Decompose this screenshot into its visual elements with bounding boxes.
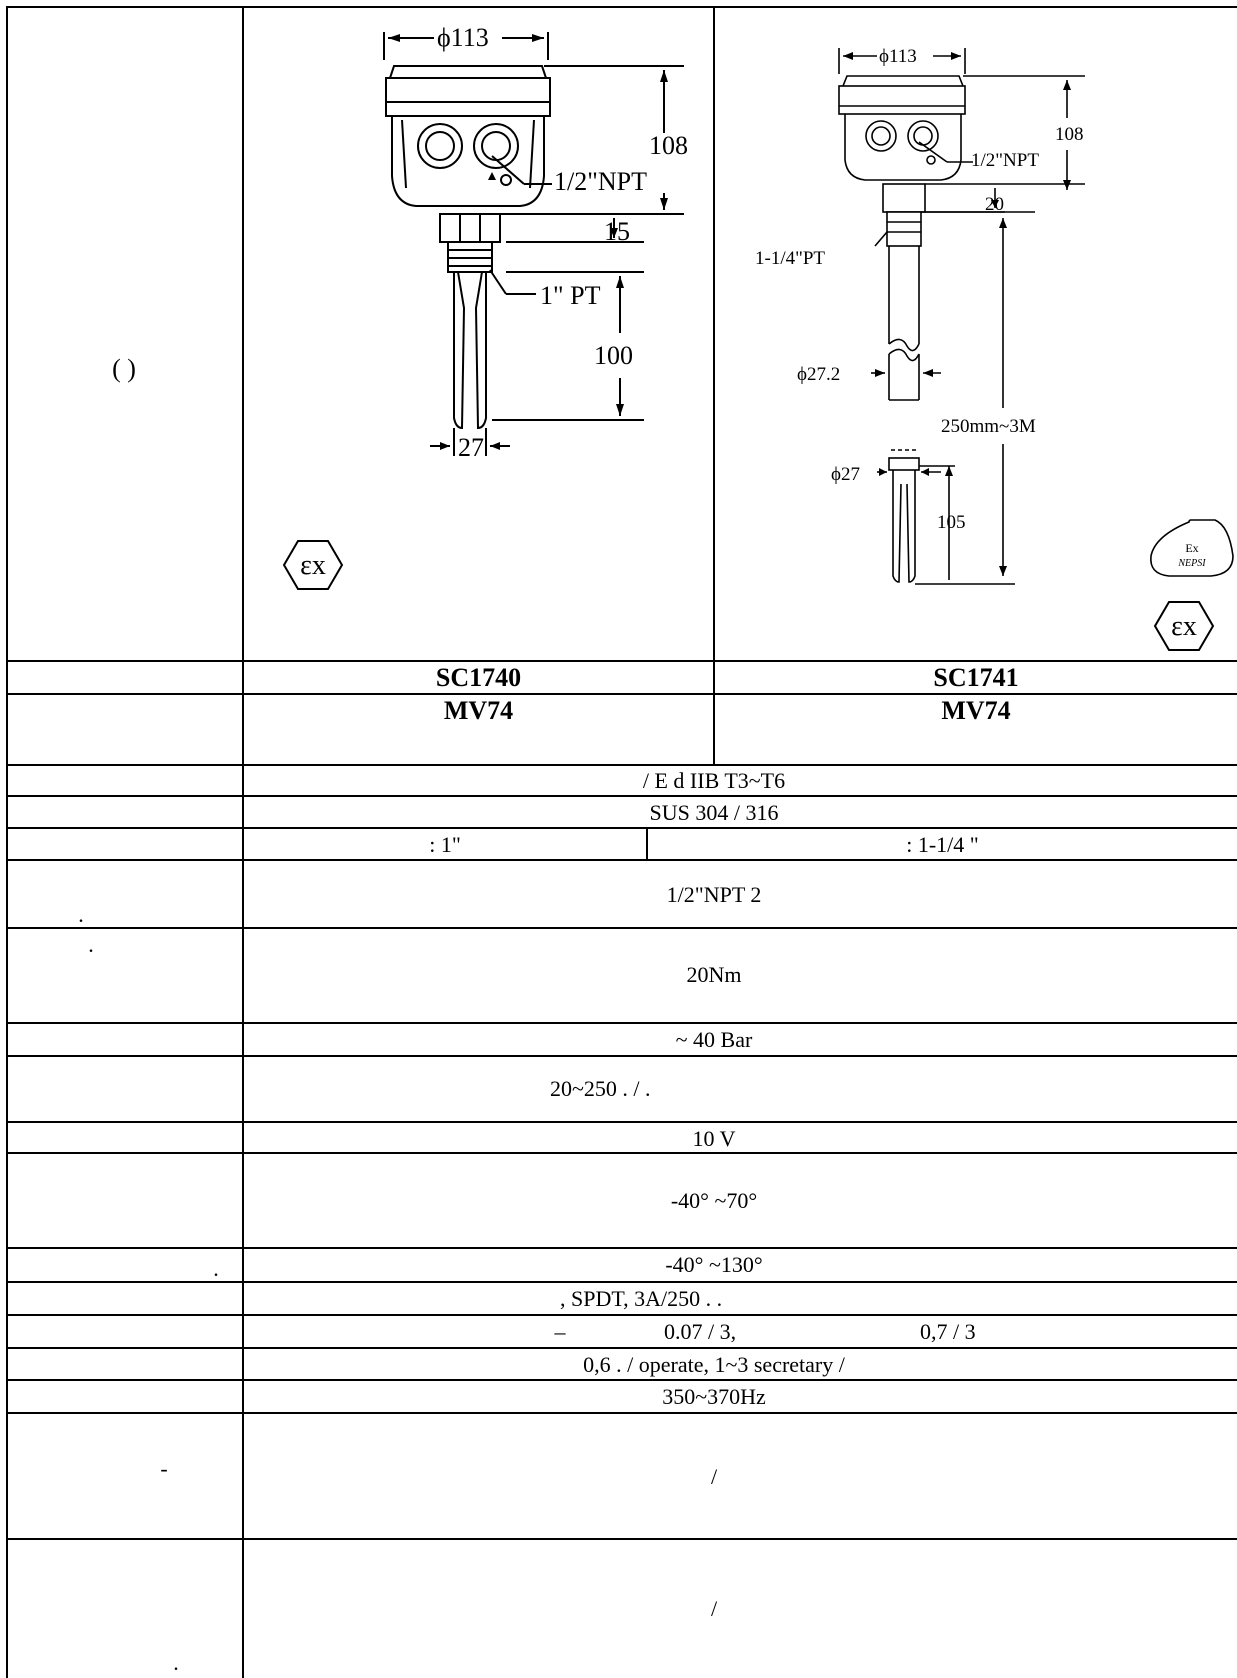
- sidebar-label: ( ): [112, 354, 136, 383]
- ex-mark-icon: εx: [282, 540, 344, 590]
- sidebar-label: .: [88, 932, 94, 957]
- rule: [6, 6, 8, 1678]
- model-sc1740: SC1740: [435, 663, 522, 692]
- rule: [6, 660, 1237, 662]
- dim-fork-length: 105: [937, 512, 966, 533]
- rule: [6, 795, 1237, 797]
- sidebar-label: -: [160, 1456, 168, 1481]
- series-mv74: MV74: [941, 696, 1011, 725]
- spec-material: SUS 304 / 316: [649, 800, 779, 825]
- rule: [6, 764, 1237, 766]
- spec-process-temp: -40° ~130°: [665, 1252, 763, 1277]
- spec-frequency: 350~370Hz: [662, 1384, 766, 1409]
- rule: [6, 927, 1237, 929]
- ex-mark-icon: εx: [1153, 601, 1215, 651]
- dim-tube-diameter: ϕ27.2: [797, 364, 840, 385]
- nepsi-mark-icon: Ex NEPSI: [1150, 519, 1234, 577]
- svg-text:εx: εx: [300, 550, 326, 581]
- rule: [713, 6, 715, 766]
- sc1741-drawing: ϕ113 108 1/2"NPT 20 1-1/4"PT ϕ27.2 250mm…: [755, 46, 1234, 651]
- dim-neck: 15: [604, 217, 630, 246]
- rule: [242, 6, 244, 1678]
- svg-text:NEPSI: NEPSI: [1177, 558, 1206, 569]
- spec-relay-output: , SPDT, 3A/250 . .: [560, 1286, 723, 1311]
- spec-row-20: /: [710, 1596, 718, 1621]
- rule: [6, 1347, 1237, 1349]
- spec-supply-voltage: 20~250 . / .: [550, 1076, 651, 1101]
- dim-diameter: ϕ113: [437, 23, 489, 52]
- dim-thread: 1-1/4"PT: [755, 248, 825, 269]
- svg-text:εx: εx: [1171, 611, 1197, 642]
- dim-npt: 1/2"NPT: [971, 150, 1039, 171]
- svg-text:Ex: Ex: [1185, 541, 1198, 555]
- spec-sheet: ( ) . . . - .: [6, 6, 1237, 1678]
- spec-torque: 20Nm: [686, 962, 742, 987]
- rule: [6, 1055, 1237, 1057]
- sc1740-drawing: ϕ113 108 1/2"NPT 15 1" PT 100 27 εx: [282, 23, 688, 590]
- spec-sensitivity-dash: –: [554, 1319, 566, 1344]
- spec-cable-entry: 1/2"NPT 2: [666, 882, 762, 907]
- spec-sensitivity-liquid: 0.07 / 3,: [664, 1319, 737, 1344]
- rule: [6, 859, 1237, 861]
- rule: [6, 1121, 1237, 1123]
- model-sc1741: SC1741: [933, 663, 1019, 692]
- rule: [6, 1152, 1237, 1154]
- dim-fork-width: 27: [458, 433, 484, 462]
- dim-insertion-length: 250mm~3M: [941, 416, 1036, 437]
- spec-sensitivity-solid: 0,7 / 3: [920, 1319, 976, 1344]
- spec-explosion-proof: / E d IIB T3~T6: [642, 768, 786, 793]
- spec-delay: 0,6 . / operate, 1~3 secretary /: [583, 1352, 845, 1377]
- rule: [6, 693, 1237, 695]
- dim-neck: 20: [985, 194, 1004, 215]
- dim-diameter: ϕ113: [879, 46, 917, 67]
- spec-thread-sc1740: : 1": [429, 832, 461, 857]
- rule: [6, 1379, 1237, 1381]
- rule: [6, 1281, 1237, 1283]
- rule: [6, 827, 1237, 829]
- rule: [6, 1538, 1237, 1540]
- dim-height: 108: [1055, 124, 1084, 145]
- rule: [6, 1412, 1237, 1414]
- sidebar-label: .: [213, 1256, 219, 1281]
- spec-pressure: ~ 40 Bar: [675, 1027, 753, 1052]
- dim-thread: 1" PT: [540, 281, 601, 310]
- sidebar-label: .: [78, 902, 84, 927]
- rule: [6, 1022, 1237, 1024]
- spec-ambient-temp: -40° ~70°: [670, 1188, 758, 1213]
- spec-row-19: /: [710, 1464, 718, 1489]
- rule: [6, 1314, 1237, 1316]
- spec-thread-sc1741: : 1-1/4 ": [906, 832, 979, 857]
- dim-fork-diameter: ϕ27: [831, 464, 860, 485]
- sidebar-label: .: [173, 1650, 179, 1675]
- rule: [6, 6, 1237, 8]
- dim-fork-length: 100: [594, 341, 633, 370]
- series-mv74: MV74: [443, 696, 514, 725]
- rule: [646, 827, 648, 861]
- rule: [6, 1247, 1237, 1249]
- spec-power: 10 V: [692, 1126, 736, 1151]
- dim-npt: 1/2"NPT: [554, 167, 647, 196]
- dim-height: 108: [649, 131, 688, 160]
